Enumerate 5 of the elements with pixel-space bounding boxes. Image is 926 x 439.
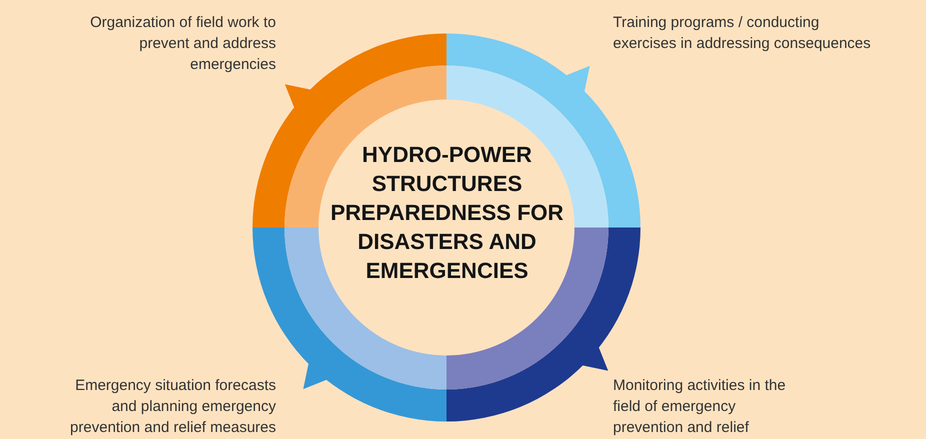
segment-caption: Organization of field work to prevent and address emergencies (89, 13, 276, 75)
title-text: HYDRO-POWER STRUCTURES PREPAREDNESS FOR DISASTERS AND EMERGENCIES (329, 141, 565, 285)
segment-caption: Monitoring activities in the field of emergency prevention and relief (613, 376, 787, 438)
segment-caption: Training programs / conducting exercises in addressing consequences (613, 13, 872, 54)
segment-caption: Emergency situation forecasts and planning emergency prevention and relief measures (69, 376, 276, 438)
